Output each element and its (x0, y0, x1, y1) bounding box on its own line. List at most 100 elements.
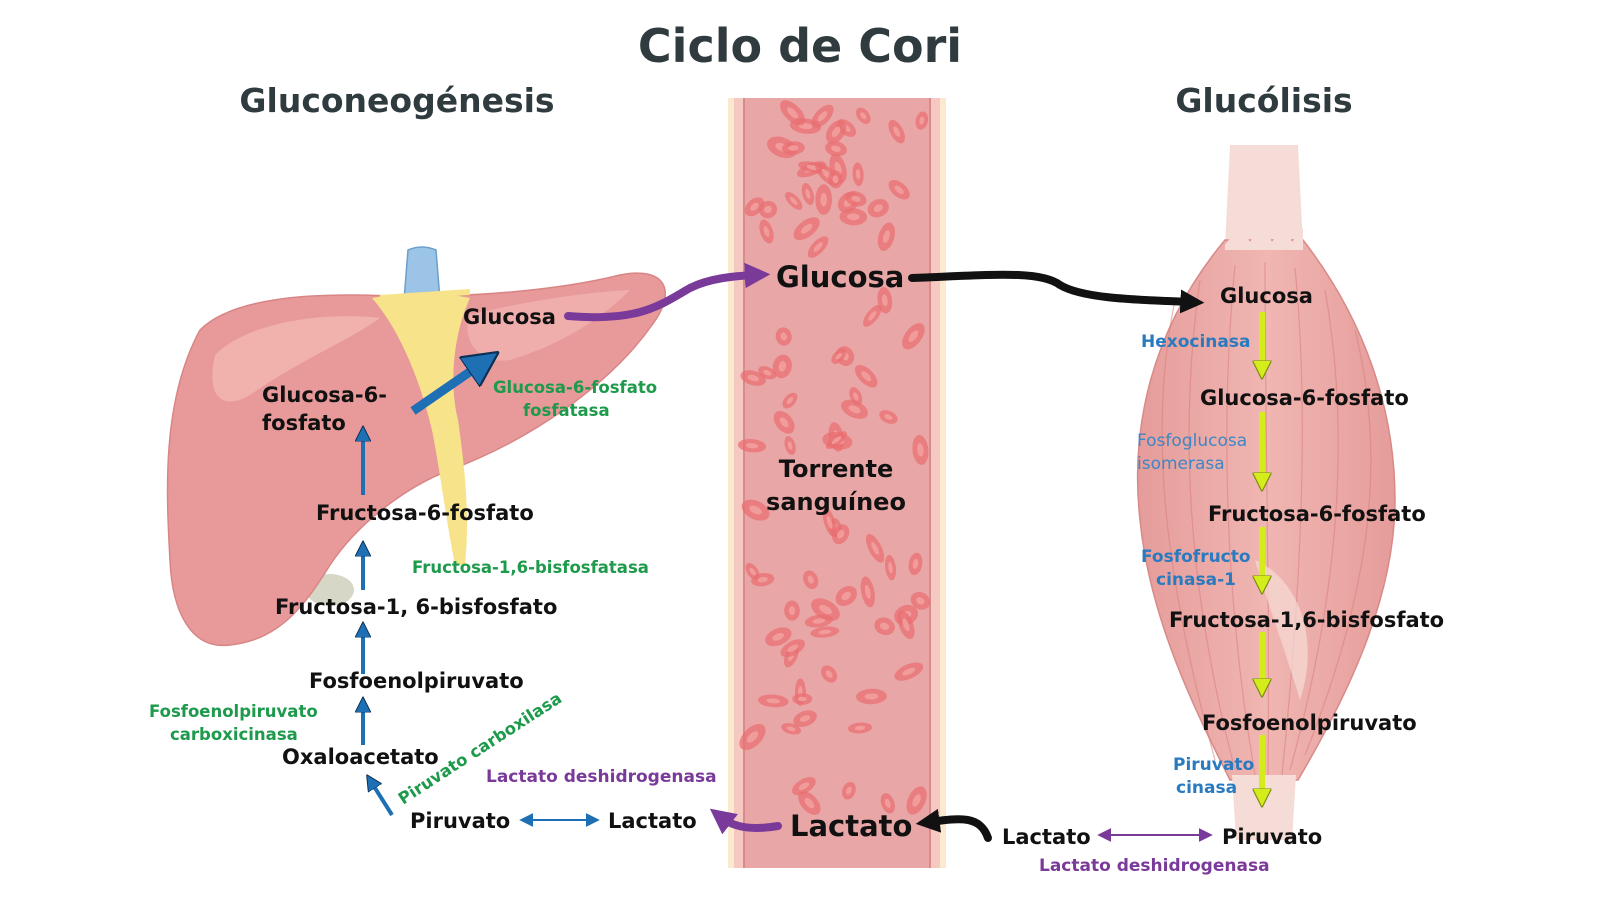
red-blood-cell-center (826, 515, 833, 529)
enzyme-ldh-muscle: Lactato deshidrogenasa (1039, 856, 1270, 876)
red-blood-cell-center (799, 715, 811, 722)
red-blood-cell-center (750, 202, 759, 211)
red-blood-cell-center (902, 667, 916, 676)
blood-glucose: Glucosa (776, 260, 904, 294)
page-title: Ciclo de Cori (638, 19, 962, 73)
enzyme-pk-line2: cinasa (1176, 778, 1237, 798)
enzyme-pfk-line1: Fosfofructo (1141, 547, 1251, 567)
red-blood-cell-center (861, 371, 872, 382)
red-blood-cell-center (835, 352, 842, 360)
red-blood-cell-center (804, 797, 815, 809)
red-blood-cell-center (788, 145, 799, 151)
red-blood-cell-center (798, 782, 810, 791)
red-blood-cell-center (860, 112, 867, 120)
arrow-liver-glucose-to-blood (564, 262, 771, 322)
red-blood-cell-center (848, 405, 861, 414)
enzyme-pgi-line1: Fosfoglucosa (1137, 431, 1247, 451)
blood-vessel-illustration (728, 98, 946, 868)
red-blood-cell-center (749, 567, 756, 576)
red-blood-cell-center (817, 111, 828, 122)
red-blood-cell-center (851, 195, 861, 202)
red-blood-cell-center (787, 107, 799, 119)
red-blood-cell-center (797, 696, 807, 702)
red-blood-cell-center (888, 561, 893, 574)
red-blood-cell-center (912, 558, 919, 569)
red-blood-cell-center (820, 192, 828, 207)
liver-piruvato: Piruvato (410, 809, 510, 833)
muscle-glucosa: Glucosa (1220, 284, 1313, 308)
enzyme-pfk-line2: cinasa-1 (1156, 570, 1236, 590)
red-blood-cell-center (919, 116, 925, 125)
muscle-f16bp: Fructosa-1,6-bisfosfato (1169, 608, 1444, 632)
red-blood-cell-center (763, 226, 770, 237)
enzyme-g6pase-line2: fosfatasa (523, 401, 610, 420)
red-blood-cell-center (779, 417, 789, 428)
muscle-pep: Fosfoenolpiruvato (1202, 711, 1417, 735)
blood-label-line2: sanguíneo (766, 488, 906, 516)
red-blood-cell-center (831, 436, 842, 445)
red-blood-cell-center (847, 213, 860, 221)
red-blood-cell-center (763, 369, 772, 376)
arrow-g6p-to-glucose (410, 360, 487, 415)
red-blood-cell-center (812, 618, 826, 624)
red-blood-cell-center (778, 361, 787, 372)
red-blood-cell-center (912, 794, 921, 807)
red-blood-cell-center (837, 529, 845, 539)
muscle-g6p: Glucosa-6-fosfato (1200, 386, 1409, 410)
arrow-muscle-lactate-to-blood (915, 808, 992, 842)
red-blood-cell-center (825, 670, 833, 678)
enzyme-pepck-line2: carboxicinasa (170, 725, 298, 744)
liver-f16bp: Fructosa-1, 6-bisfosfato (275, 595, 557, 619)
muscle-piruvato: Piruvato (1222, 825, 1322, 849)
red-blood-cell-center (818, 629, 832, 635)
red-blood-cell-center (893, 126, 901, 137)
red-blood-cell-center (853, 392, 859, 401)
red-blood-cell-center (881, 294, 888, 307)
blood-lactate: Lactato (790, 809, 912, 843)
red-blood-cell-center (917, 443, 924, 457)
red-blood-cell-center (884, 414, 893, 420)
liver-f6p: Fructosa-6-fosfato (316, 501, 534, 525)
red-blood-cell-center (763, 205, 773, 214)
red-blood-cell-center (902, 618, 910, 632)
red-blood-cell-center (747, 374, 759, 382)
red-blood-cell-center (871, 541, 880, 555)
red-blood-cell-center (868, 311, 877, 321)
red-blood-cell-center (805, 189, 811, 199)
red-blood-cell-center (780, 332, 787, 341)
arrow-pir-to-oxa (370, 780, 394, 817)
liver-lactato: Lactato (608, 809, 697, 833)
liver-g6p-line1: Glucosa-6- (262, 383, 387, 407)
enzyme-pepck-line1: Fosfoenolpiruvato (149, 702, 318, 721)
red-blood-cell-center (786, 397, 794, 405)
red-blood-cell-center (880, 622, 890, 630)
enzyme-ldh-liver: Lactato deshidrogenasa (486, 767, 717, 787)
liver-glucosa: Glucosa (463, 305, 556, 329)
red-blood-cell-center (864, 584, 871, 599)
enzyme-pk-line1: Piruvato (1173, 755, 1254, 775)
red-blood-cell-center (854, 725, 866, 731)
red-blood-cell-center (855, 169, 861, 180)
arrow-blood-glucose-to-muscle (908, 270, 1205, 314)
muscle-illustration (1136, 145, 1396, 840)
blood-label-line1: Torrente (779, 455, 893, 483)
enzyme-fbpase: Fructosa-1,6-bisfosfatasa (412, 558, 649, 577)
red-blood-cell-center (908, 330, 919, 342)
red-blood-cell-center (786, 726, 796, 732)
enzyme-pgi-line2: isomerasa (1137, 454, 1225, 474)
red-blood-cell-center (800, 223, 813, 234)
muscle-lactato: Lactato (1002, 825, 1091, 849)
red-blood-cell-center (757, 577, 768, 583)
red-blood-cell-center (831, 126, 841, 138)
heading-gluconeogenesis: Gluconeogénesis (239, 81, 554, 120)
arrow-blood-lactate-to-liver (709, 808, 782, 835)
red-blood-cell-center (807, 575, 814, 584)
liver-illustration (166, 246, 666, 647)
red-blood-cell-center (819, 604, 832, 615)
red-blood-cell-center (787, 644, 799, 653)
red-blood-cell-center (746, 731, 759, 743)
red-blood-cell-center (864, 693, 879, 700)
red-blood-cell-center (832, 175, 839, 184)
muscle-f6p: Fructosa-6-fosfato (1208, 502, 1426, 526)
